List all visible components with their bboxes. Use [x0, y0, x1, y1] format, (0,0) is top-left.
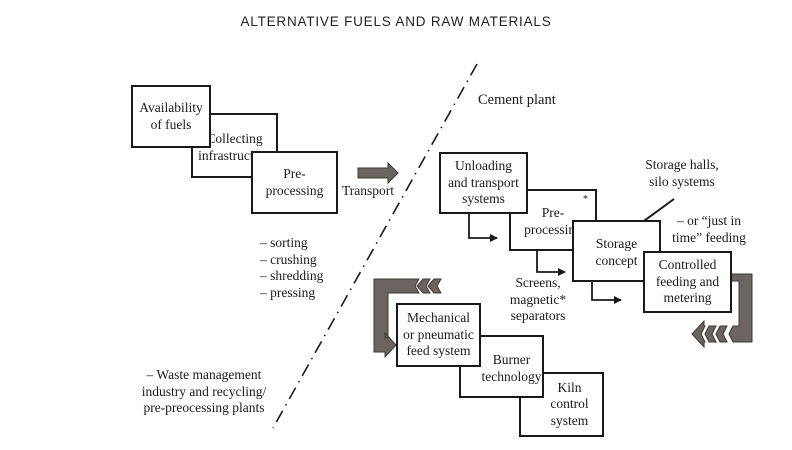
- box-label: Storage concept: [595, 236, 638, 268]
- return-arrow-right-icon: [728, 273, 753, 343]
- box-label: Pre- processing: [524, 205, 582, 237]
- box-label: Controlled feeding and metering: [655, 257, 720, 306]
- chevron-4: [416, 278, 431, 294]
- actors-note: – Waste management industry and recyclin…: [141, 367, 267, 415]
- box-availability-of-fuels-front: Availability of fuels: [131, 85, 211, 148]
- chevron-2: [704, 325, 717, 343]
- dash-dot-divider: [272, 63, 478, 429]
- elbow-arrow-preprocessing: [536, 250, 566, 276]
- cement-plant-heading: Cement plant: [478, 92, 556, 108]
- chevron-1: [715, 325, 728, 343]
- box-label: Pre- processing: [265, 166, 324, 198]
- box-label: Availability of fuels: [139, 100, 203, 132]
- box-label: Unloading and transport systems: [448, 158, 519, 207]
- elbow-arrow-unloading: [468, 213, 498, 242]
- return-arrow-left-icon: [373, 278, 420, 359]
- processing-steps-list: – sorting – crushing – shredding – press…: [260, 235, 324, 300]
- box-label: Kiln control system: [550, 379, 589, 428]
- page-title: ALTERNATIVE FUELS AND RAW MATERIALS: [240, 14, 552, 29]
- storage-halls-annotation: Storage halls, silo systems: [645, 157, 719, 189]
- screens-annotation: Screens, magnetic* separators: [509, 275, 567, 323]
- box-label: Burner technology: [481, 352, 542, 384]
- transport-label: Transport: [342, 183, 395, 198]
- arrowhead-left: [691, 319, 706, 349]
- box-controlled-feeding: Controlled feeding and metering: [643, 251, 732, 313]
- box-label: Mechanical or pneumatic feed system: [403, 310, 474, 359]
- elbow-arrow-storage: [591, 281, 622, 304]
- transport-arrow-icon: [357, 161, 399, 185]
- just-in-time-annotation: – or “just in time” feeding: [672, 213, 746, 245]
- box-unloading-transport: Unloading and transport systems: [439, 152, 528, 214]
- box-mechanical-feed: Mechanical or pneumatic feed system: [396, 303, 481, 367]
- box-left-preprocessing: Pre- processing: [251, 151, 338, 214]
- footnote-asterisk: *: [583, 194, 588, 205]
- chevron-3: [427, 278, 442, 294]
